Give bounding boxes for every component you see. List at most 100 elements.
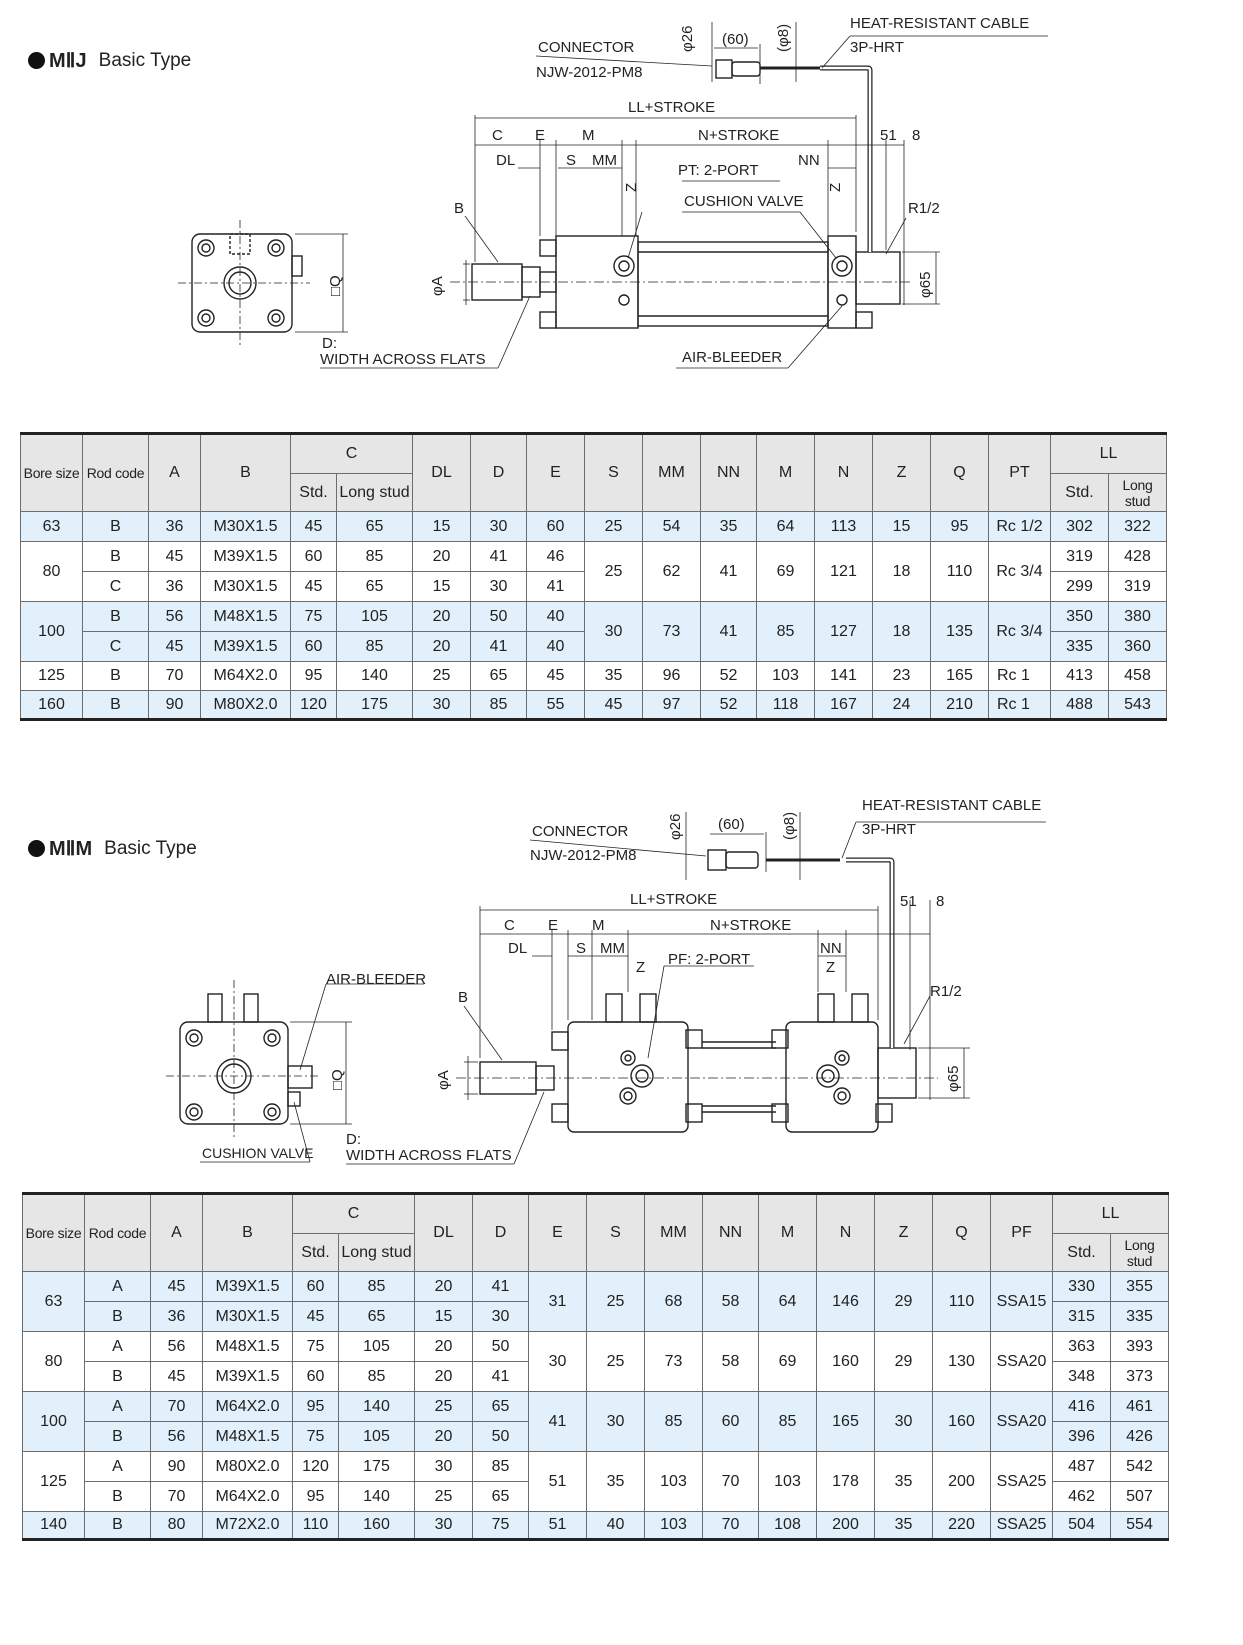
table-cell: 380 [1107,601,1168,632]
table-cell: 458 [1107,661,1168,691]
end-view-bolt [197,309,215,327]
table-cell: 35 [584,661,643,691]
table-cell: 75 [472,1511,529,1540]
table-cell: 46 [526,541,585,572]
table-cell: 20 [414,1421,473,1452]
table-cell: 15 [414,1301,473,1332]
table-cell: 302 [1050,511,1109,542]
table-cell: 396 [1052,1421,1111,1452]
header-nn: NN [702,1193,759,1272]
label-cable: HEAT-RESISTANT CABLE [850,15,1029,32]
table-cell: M30X1.5 [200,511,291,542]
header-s: S [586,1193,645,1272]
table-cell: 20 [414,1361,473,1392]
table-cell: 65 [470,661,527,691]
table-cell: Rc 1 [988,690,1051,720]
table-cell: 75 [292,1331,339,1362]
table-cell: 62 [642,541,701,602]
table-row: B 45 M39X1.5 60 85 20 41 348 373 [23,1361,1170,1392]
table-cell: 160 [816,1331,875,1392]
table-cell: B [82,511,149,542]
table-row: 63 A 45 M39X1.5 60 85 20 41 31 25 68 58 … [22,1271,1170,1332]
label-phi26: φ26 [679,26,696,52]
header-port: PF [990,1193,1053,1272]
table-cell: 15 [412,571,471,602]
table-cell: 60 [526,511,585,542]
table-cell: 141 [814,661,873,691]
table-cell: 20 [414,1331,473,1362]
label-connector-part: NJW-2012-PM8 [536,64,642,81]
section1-drawing: CONNECTOR NJW-2012-PM8 (60) HEAT-RESISTA… [178,15,1048,369]
header-c-long: Long stud [338,1233,415,1272]
label-q: □Q [329,1069,346,1090]
table-cell: 15 [412,511,471,542]
label-port: PT: 2-PORT [678,162,759,179]
table-cell: 36 [148,511,201,542]
label-connector: CONNECTOR [538,39,635,56]
table-cell: 36 [150,1301,203,1332]
table-cell: 51 [528,1451,587,1512]
table-cell: 55 [526,690,585,720]
table-row: 63 B 36 M30X1.5 45 65 15 30 60 25 54 35 … [20,511,1168,542]
table-cell: 30 [470,571,527,602]
label-s: S [576,940,586,957]
table-cell: 110 [932,1271,991,1332]
table-cell: 90 [148,690,201,720]
table-cell: 30 [414,1511,473,1540]
table-cell: 45 [290,511,337,542]
header-ll-std: Std. [1050,473,1109,512]
table-cell: 30 [874,1391,933,1452]
table-cell: 75 [290,601,337,632]
table-cell: 110 [292,1511,339,1540]
label-air-bleeder: AIR-BLEEDER [682,349,782,366]
table-cell: 120 [292,1451,339,1482]
table-cell: B [82,661,149,691]
label-s: S [566,152,576,169]
label-cable-part: 3P-HRT [862,821,916,838]
table-cell: 23 [872,661,931,691]
table-cell: 350 [1050,601,1109,632]
table-cell: 65 [336,511,413,542]
table-cell: 125 [20,661,83,691]
table-cell: A [84,1331,151,1362]
head-lug [605,993,623,1023]
label-e: E [548,917,558,934]
table-cell: B [84,1511,151,1540]
table-cell: 80 [150,1511,203,1540]
table-cell: 95 [292,1391,339,1422]
table-cell: B [84,1361,151,1392]
table-cell: 85 [336,631,413,662]
table-cell: 554 [1109,1511,1170,1540]
header-e: E [528,1193,587,1272]
table-cell: 35 [700,511,757,542]
table-cell: 60 [292,1361,339,1392]
connector-body [707,849,727,871]
table-cell: 20 [412,601,471,632]
table-cell: 50 [472,1421,529,1452]
table-cell: 60 [702,1391,759,1452]
table-cell: 56 [150,1421,203,1452]
table-cell: 543 [1107,690,1168,720]
header-bore: Bore size [22,1193,85,1272]
end-view-lug [207,993,223,1023]
table-cell: 146 [816,1271,875,1332]
table-cell: 41 [470,541,527,572]
table-cell: 40 [526,601,585,632]
table-cell: 462 [1052,1481,1111,1512]
table-cell: 103 [644,1511,703,1540]
header-z: Z [874,1193,933,1272]
table-row: 160 B 90 M80X2.0 120 175 30 85 55 45 97 … [20,690,1168,720]
table-cell: M39X1.5 [200,541,291,572]
table-cell: 41 [526,571,585,602]
header-rod: Rod code [84,1193,151,1272]
table-cell: Rc 1 [988,661,1051,691]
label-phi26: φ26 [667,814,684,840]
table-cell: C [82,631,149,662]
label-nn: NN [798,152,820,169]
table-cell: 125 [22,1451,85,1512]
table-cell: 30 [472,1301,529,1332]
table-cell: 65 [336,571,413,602]
table-cell: 299 [1050,571,1109,602]
table-cell: 30 [584,601,643,662]
label-z1: Z [623,183,640,192]
